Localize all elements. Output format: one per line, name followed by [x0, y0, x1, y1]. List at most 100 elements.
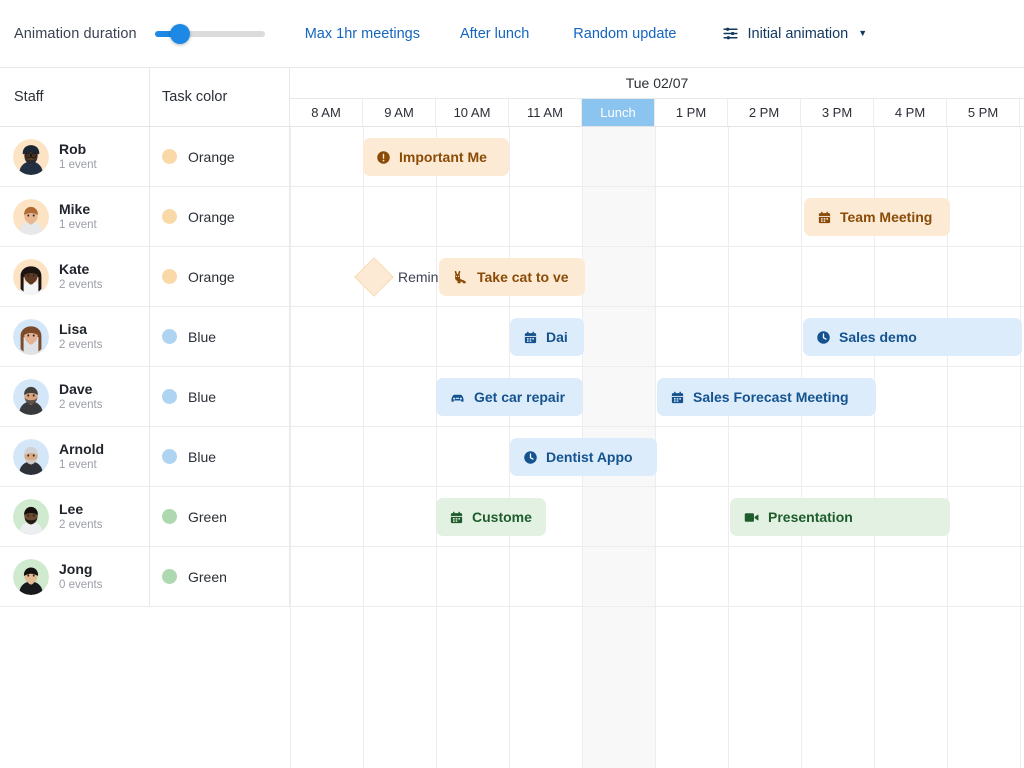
task-color-cell-lee[interactable]: Green	[150, 487, 290, 546]
timeline-date-label: Tue 02/07	[625, 75, 689, 91]
event-title: Dentist Appo	[546, 449, 633, 465]
task-color-cell-dave[interactable]: Blue	[150, 367, 290, 426]
sliders-icon	[722, 25, 739, 42]
calendar-icon	[817, 210, 832, 225]
task-color-cell-kate[interactable]: Orange	[150, 247, 290, 306]
after-lunch-button[interactable]: After lunch	[459, 25, 530, 42]
event-lane: Dentist Appo	[290, 427, 1024, 487]
event-lane: Dai Sales demo	[290, 307, 1024, 367]
staff-event-count: 2 events	[59, 518, 103, 531]
avatar	[13, 558, 49, 595]
slider-fill	[154, 30, 180, 37]
timeline-tick-9-am[interactable]: 9 AM	[363, 99, 436, 126]
event-title: Sales demo	[839, 329, 917, 345]
event-bar[interactable]: Dai	[510, 318, 584, 356]
timeline-tick-2-pm[interactable]: 2 PM	[728, 99, 801, 126]
avatar	[13, 378, 49, 415]
event-title: Take cat to ve	[477, 269, 569, 285]
avatar	[13, 318, 49, 355]
staff-event-count: 2 events	[59, 338, 103, 351]
color-swatch-icon	[162, 569, 177, 584]
color-swatch-icon	[162, 449, 177, 464]
timeline-tick-4-pm[interactable]: 4 PM	[874, 99, 947, 126]
timeline-tick-3-pm[interactable]: 3 PM	[801, 99, 874, 126]
task-color-cell-rob[interactable]: Orange	[150, 127, 290, 186]
task-color-label: Blue	[188, 328, 217, 345]
event-title: Dai	[546, 329, 568, 345]
slider-track[interactable]	[154, 30, 265, 37]
car-icon	[449, 389, 466, 406]
color-swatch-icon	[162, 389, 177, 404]
staff-name: Rob	[59, 140, 87, 157]
timeline-tick-8-am[interactable]: 8 AM	[290, 99, 363, 126]
timeline-tick-lunch[interactable]: Lunch	[582, 99, 655, 126]
staff-event-count: 2 events	[59, 278, 103, 291]
event-bar[interactable]: Sales Forecast Meeting	[657, 378, 876, 416]
color-swatch-icon	[162, 329, 177, 344]
milestone-marker[interactable]: Remin	[354, 257, 439, 297]
task-color-label: Green	[188, 568, 227, 585]
calendar-icon	[670, 390, 685, 405]
event-bar[interactable]: Team Meeting	[804, 198, 950, 236]
color-swatch-icon	[162, 509, 177, 524]
event-bar[interactable]: Presentation	[730, 498, 950, 536]
calendar-icon	[523, 330, 538, 345]
event-title: Presentation	[768, 509, 853, 525]
event-bar[interactable]: Get car repair	[436, 378, 583, 416]
event-bar[interactable]: Take cat to ve	[439, 258, 585, 296]
event-bar[interactable]: Sales demo	[803, 318, 1022, 356]
cat-icon	[452, 269, 469, 286]
task-color-label: Orange	[188, 208, 235, 225]
milestone-label: Remin	[398, 269, 439, 285]
task-color-cell-mike[interactable]: Orange	[150, 187, 290, 246]
timeline-tick-10-am[interactable]: 10 AM	[436, 99, 509, 126]
event-title: Custome	[472, 509, 532, 525]
event-lane	[290, 547, 1024, 607]
staff-event-count: 1 event	[59, 458, 97, 471]
max-1hr-meetings-button[interactable]: Max 1hr meetings	[304, 25, 420, 42]
chevron-down-icon: ▼	[858, 28, 868, 38]
staff-event-count: 2 events	[59, 398, 103, 411]
task-color-label: Orange	[188, 148, 235, 165]
staff-name: Lisa	[59, 320, 88, 337]
column-header-task-color: Task color	[150, 68, 290, 126]
staff-name: Lee	[59, 500, 84, 517]
staff-event-count: 1 event	[59, 158, 97, 171]
clock-icon	[523, 450, 538, 465]
staff-name: Arnold	[59, 440, 105, 457]
diamond-icon	[354, 257, 394, 297]
animation-duration-slider[interactable]	[154, 23, 265, 45]
timeline-tick-11-am[interactable]: 11 AM	[509, 99, 582, 126]
task-color-label: Green	[188, 508, 227, 525]
timeline-tick-1-pm[interactable]: 1 PM	[655, 99, 728, 126]
event-title: Team Meeting	[840, 209, 933, 225]
task-color-cell-jong[interactable]: Green	[150, 547, 290, 606]
timeline-tick-5-pm[interactable]: 5 PM	[947, 99, 1020, 126]
task-color-cell-arnold[interactable]: Blue	[150, 427, 290, 486]
event-bar[interactable]: Dentist Appo	[510, 438, 657, 476]
event-lane: Remin Take cat to ve	[290, 247, 1024, 307]
random-update-button[interactable]: Random update	[573, 25, 677, 42]
event-bar[interactable]: Custome	[436, 498, 546, 536]
initial-animation-dropdown[interactable]: Initial animation ▼	[722, 25, 867, 42]
event-title: Sales Forecast Meeting	[693, 389, 849, 405]
slider-thumb[interactable]	[169, 23, 190, 44]
task-color-label: Orange	[188, 268, 235, 285]
column-header-staff: Staff	[0, 68, 150, 126]
task-color-cell-lisa[interactable]: Blue	[150, 307, 290, 366]
event-bar[interactable]: Important Me	[363, 138, 509, 176]
